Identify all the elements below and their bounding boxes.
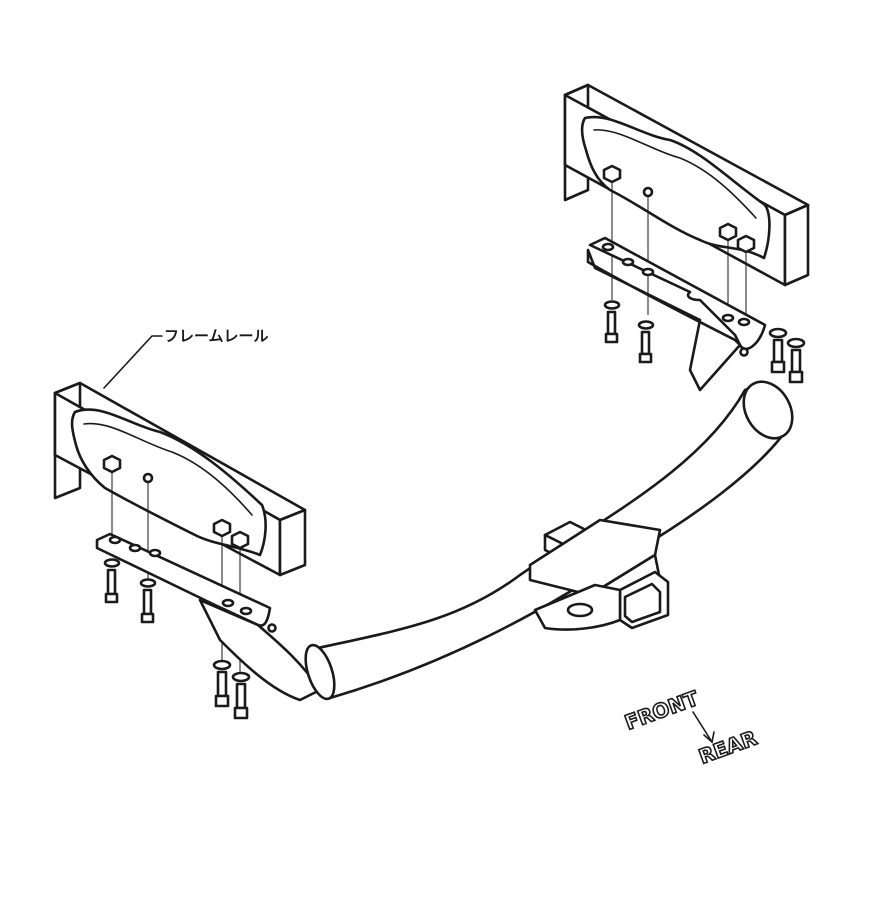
frame-rail-right — [563, 83, 810, 287]
frame-rail-callout: フレームレール — [103, 327, 269, 389]
frame-rail-label: フレームレール — [164, 327, 269, 345]
bolt-set-right — [603, 300, 806, 384]
frame-rail-left — [53, 381, 307, 577]
bolt-set-left — [103, 558, 251, 720]
hitch-receiver-body — [95, 236, 794, 702]
direction-indicator: FRONT REAR — [621, 685, 761, 769]
front-label: FRONT — [622, 686, 702, 735]
